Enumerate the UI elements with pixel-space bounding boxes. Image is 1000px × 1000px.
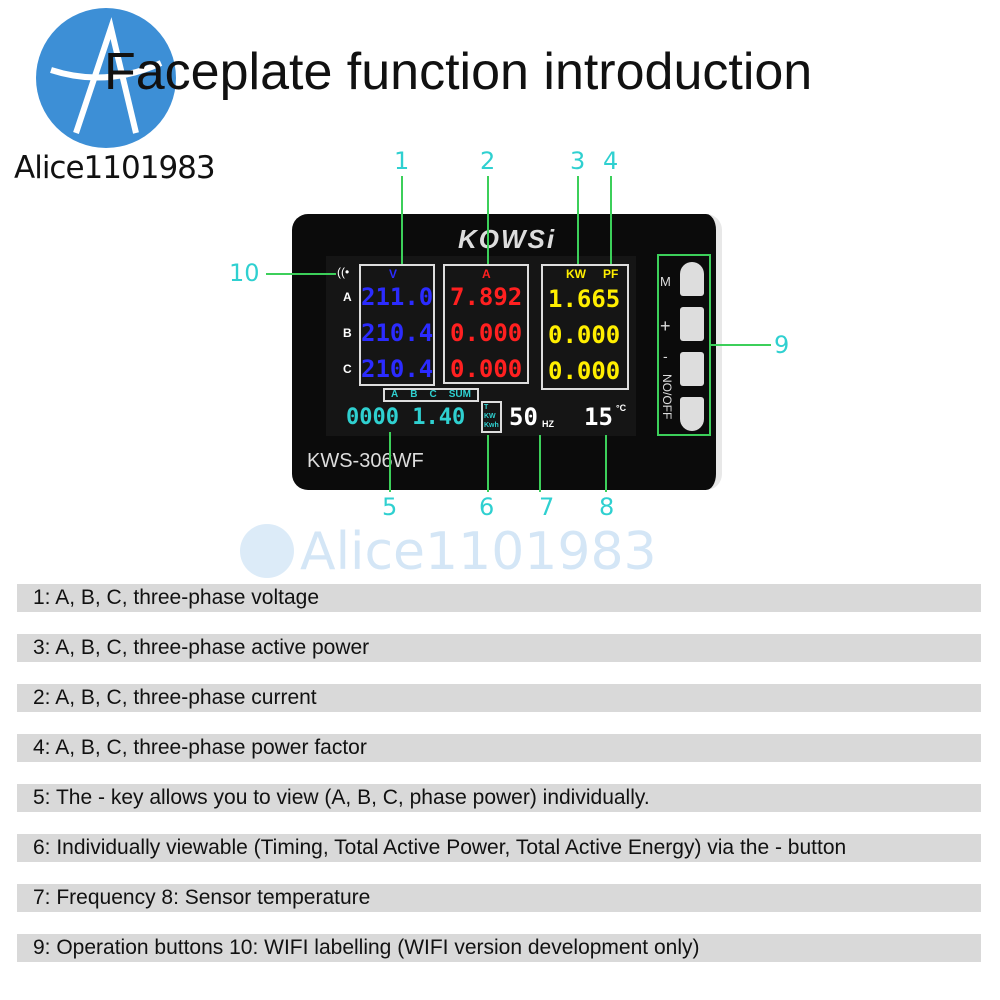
wifi-icon: ((• (337, 265, 350, 279)
current-c: 0.000 (450, 355, 523, 383)
callout-5: 5 (382, 493, 398, 521)
power-box (541, 264, 629, 390)
description-3: 3: A, B, C, three-phase active power (17, 634, 981, 662)
total-readout: 0000 1.40 (346, 405, 466, 430)
page-title: Faceplate function introduction (104, 43, 813, 101)
callout-10: 10 (229, 259, 260, 287)
callout-4: 4 (603, 147, 619, 175)
temperature-value: 15 (584, 403, 613, 431)
unit-kwh: Kwh (484, 422, 499, 429)
plus-button[interactable] (680, 307, 704, 341)
logo-circle (36, 8, 176, 148)
voltage-a: 211.0 (361, 283, 434, 311)
callout-9: 9 (774, 331, 790, 359)
current-unit: A (482, 267, 491, 281)
phase-label: A (343, 290, 352, 304)
selector-b: B (410, 389, 418, 400)
selector-sum: SUM (448, 389, 471, 400)
m-button[interactable] (680, 262, 704, 296)
callout-6: 6 (479, 493, 495, 521)
callout-2: 2 (480, 147, 496, 175)
callout-8: 8 (599, 493, 615, 521)
current-a: 7.892 (450, 283, 523, 311)
power-c: 0.000 (548, 357, 621, 385)
watermark-circle (240, 524, 294, 578)
description-5: 5: The - key allows you to view (A, B, C… (17, 784, 981, 812)
callout-3: 3 (570, 147, 586, 175)
frequency-unit: HZ (542, 419, 554, 429)
onoff-button[interactable] (680, 397, 704, 431)
selector-a: A (391, 389, 399, 400)
current-box (443, 264, 529, 384)
button-label-m: M (660, 274, 671, 289)
current-b: 0.000 (450, 319, 523, 347)
voltage-unit: V (389, 267, 398, 281)
description-6: 6: Individually viewable (Timing, Total … (17, 834, 981, 862)
phase-label: B (343, 326, 352, 340)
voltage-b: 210.4 (361, 319, 434, 347)
callout-7: 7 (539, 493, 555, 521)
selector-c: C (429, 389, 437, 400)
description-7-8: 7: Frequency 8: Sensor temperature (17, 884, 981, 912)
minus-button[interactable] (680, 352, 704, 386)
brand-logo: KOWSi (458, 224, 557, 254)
description-1: 1: A, B, C, three-phase voltage (17, 584, 981, 612)
voltage-c: 210.4 (361, 355, 434, 383)
description-4: 4: A, B, C, three-phase power factor (17, 734, 981, 762)
description-9-10: 9: Operation buttons 10: WIFI labelling … (17, 934, 981, 962)
frequency-value: 50 (509, 403, 538, 431)
button-label-minus: - (663, 348, 668, 364)
watermark: Alice1101983 (300, 522, 657, 582)
total-unit-box: T KW Kwh (481, 401, 502, 433)
power-a: 1.665 (548, 285, 621, 313)
voltage-box (359, 264, 435, 386)
power-b: 0.000 (548, 321, 621, 349)
kw-unit: KW (566, 267, 586, 281)
unit-kw: KW (484, 413, 496, 420)
button-label-onoff: NO/OFF (660, 374, 674, 420)
description-2: 2: A, B, C, three-phase current (17, 684, 981, 712)
temperature-unit: °C (616, 403, 627, 413)
unit-t: T (484, 404, 489, 411)
callout-1: 1 (394, 147, 410, 175)
button-label-plus: + (660, 316, 671, 336)
button-panel (657, 254, 711, 436)
model-label: KWS-306WF (307, 450, 424, 472)
logo-text: Alice1101983 (14, 150, 216, 186)
pf-unit: PF (603, 267, 619, 281)
phase-label: C (343, 362, 352, 376)
